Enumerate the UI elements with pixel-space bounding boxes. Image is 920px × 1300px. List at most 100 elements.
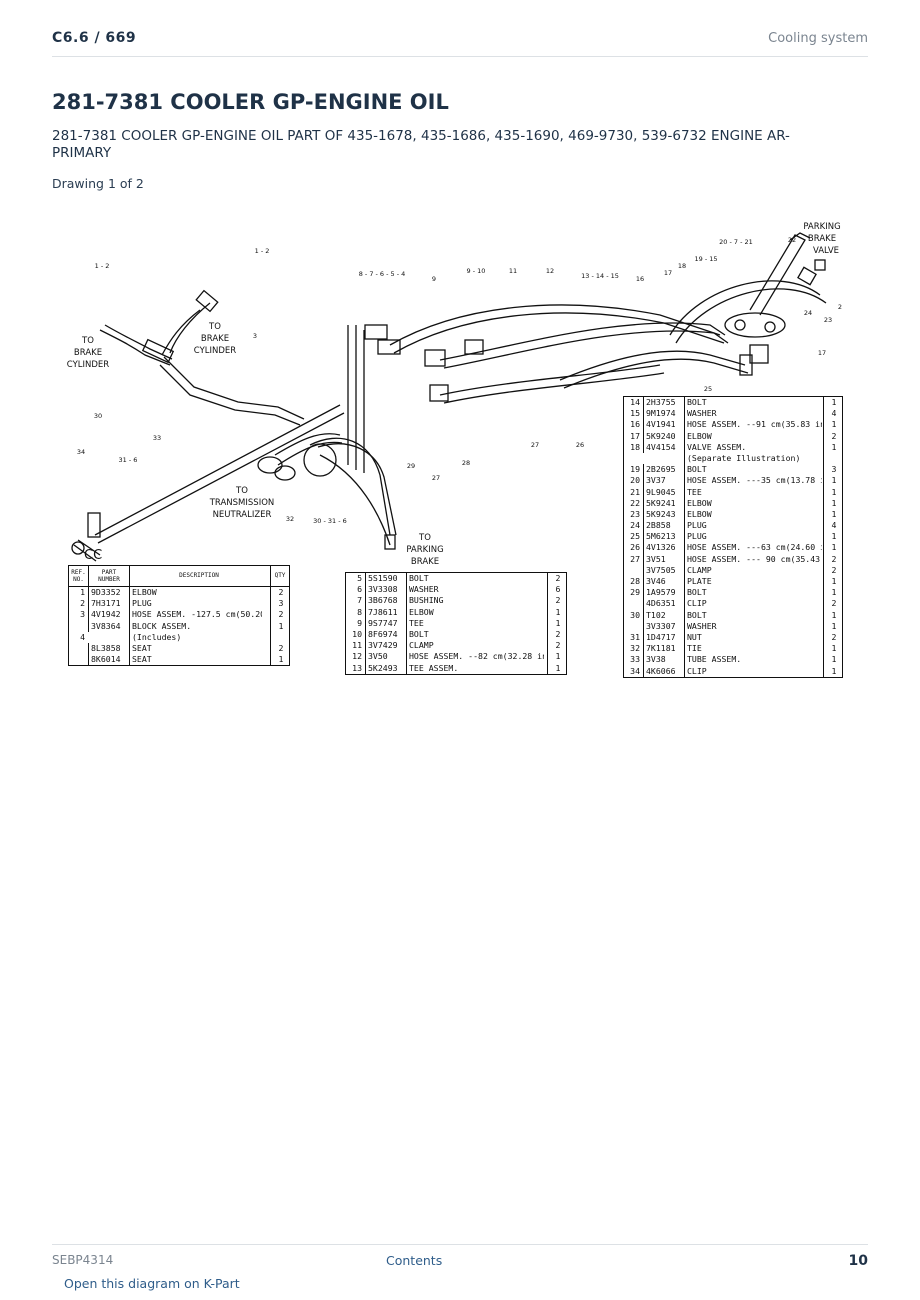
description-cell: ELBOW (406, 606, 544, 618)
qty-cell: 1 (831, 609, 837, 620)
label-brake-cyl-center-1: TO (208, 322, 221, 332)
hdr-ref: REF.NO. (71, 569, 86, 583)
callout: 28 (462, 459, 470, 467)
table-row: 4 (Includes) (69, 631, 289, 643)
callout: 18 (678, 262, 686, 270)
callout: 23 (824, 316, 832, 324)
callout: 27 (531, 441, 539, 449)
label-transmission-3: NEUTRALIZER (213, 510, 272, 520)
qty-cell: 1 (831, 497, 837, 508)
qty-cell: 2 (831, 598, 837, 609)
qty-divider (823, 531, 824, 543)
qty-cell: 1 (555, 651, 561, 662)
description-cell: BLOCK ASSEM. (129, 620, 262, 632)
description-cell: TEE (684, 486, 822, 498)
part-number-cell: 3V8364 (88, 620, 131, 632)
qty-cell: 1 (831, 643, 837, 654)
qty-cell: 2 (555, 573, 561, 583)
qty-cell: 4 (831, 520, 837, 531)
qty-cell: 1 (831, 475, 837, 486)
part-number-cell: 4V1941 (643, 419, 686, 431)
description-cell: WASHER (406, 584, 544, 596)
page-footer: SEBP4314 Contents 10 (52, 1244, 868, 1275)
callout: 1 - 2 (95, 262, 110, 270)
part-number-cell: 9D3352 (88, 587, 131, 599)
ref-cell: 13 (352, 662, 362, 673)
callout: 25 (704, 385, 712, 393)
ref-cell: 7 (357, 595, 362, 606)
description-cell: HOSE ASSEM. ---63 cm(24.60 in.) (684, 542, 822, 554)
ref-cell: 27 (630, 553, 640, 564)
qty-divider (270, 620, 271, 632)
part-number-cell: 5K9240 (643, 430, 686, 442)
ref-cell: 4 (80, 631, 85, 642)
qty-divider (823, 441, 824, 453)
hose-left-upper (99, 329, 171, 366)
hdr-desc: DESCRIPTION (129, 566, 268, 592)
ref-cell: 3 (80, 609, 85, 620)
ref-cell: 2 (80, 598, 85, 609)
qty-divider (547, 595, 548, 607)
part-number-cell: 4D6351 (643, 598, 686, 610)
tube-33 (94, 404, 341, 536)
part-number-cell: T102 (643, 609, 686, 621)
callout: 29 (407, 462, 415, 470)
qty-cell: 1 (831, 441, 837, 452)
qty-cell: 1 (831, 654, 837, 665)
page-number: 10 (848, 1253, 868, 1269)
callout: 1 - 2 (255, 247, 270, 255)
qty-cell: 2 (278, 587, 284, 597)
hose-16-b (443, 330, 729, 369)
qty-divider (547, 617, 548, 629)
callout: 2 (838, 303, 842, 311)
kpart-link[interactable]: Open this diagram on K-Part (64, 1276, 240, 1291)
qty-divider (547, 573, 548, 585)
description-cell: (Includes) (129, 631, 262, 643)
hose-parking (309, 437, 391, 536)
ref-cell: 22 (630, 497, 640, 508)
qty-divider (823, 397, 824, 409)
qty-divider (823, 576, 824, 588)
description-cell: BUSHING (406, 595, 544, 607)
part-number-cell: 4V4154 (643, 441, 686, 453)
ref-cell: 14 (630, 397, 640, 407)
description-cell: TUBE ASSEM. (684, 654, 822, 666)
hose-16 (439, 322, 726, 361)
contents-link[interactable]: Contents (386, 1253, 443, 1268)
qty-cell: 1 (278, 654, 284, 665)
qty-divider (823, 486, 824, 498)
part-number-cell: 3V3307 (643, 620, 686, 632)
callout: 17 (664, 269, 672, 277)
description-cell: HOSE ASSEM. -127.5 cm(50.20 in.) (129, 609, 262, 621)
part-number-cell: 3V51 (643, 553, 686, 565)
qty-cell: 2 (831, 564, 837, 575)
qty-divider (547, 584, 548, 596)
qty-divider (547, 606, 548, 618)
qty-divider (823, 497, 824, 509)
part-number-cell: 2B858 (643, 520, 686, 532)
label-parking-valve-2: BRAKE (808, 234, 836, 244)
qty-cell: 2 (831, 631, 837, 642)
label-parking-valve-3: VALVE (813, 246, 839, 256)
callout: 34 (77, 448, 85, 456)
table-row: (Separate Illustration) (624, 452, 842, 465)
label-parking-brake-1: TO (418, 533, 431, 543)
hose-top-left (161, 309, 201, 356)
qty-cell: 1 (831, 397, 837, 407)
